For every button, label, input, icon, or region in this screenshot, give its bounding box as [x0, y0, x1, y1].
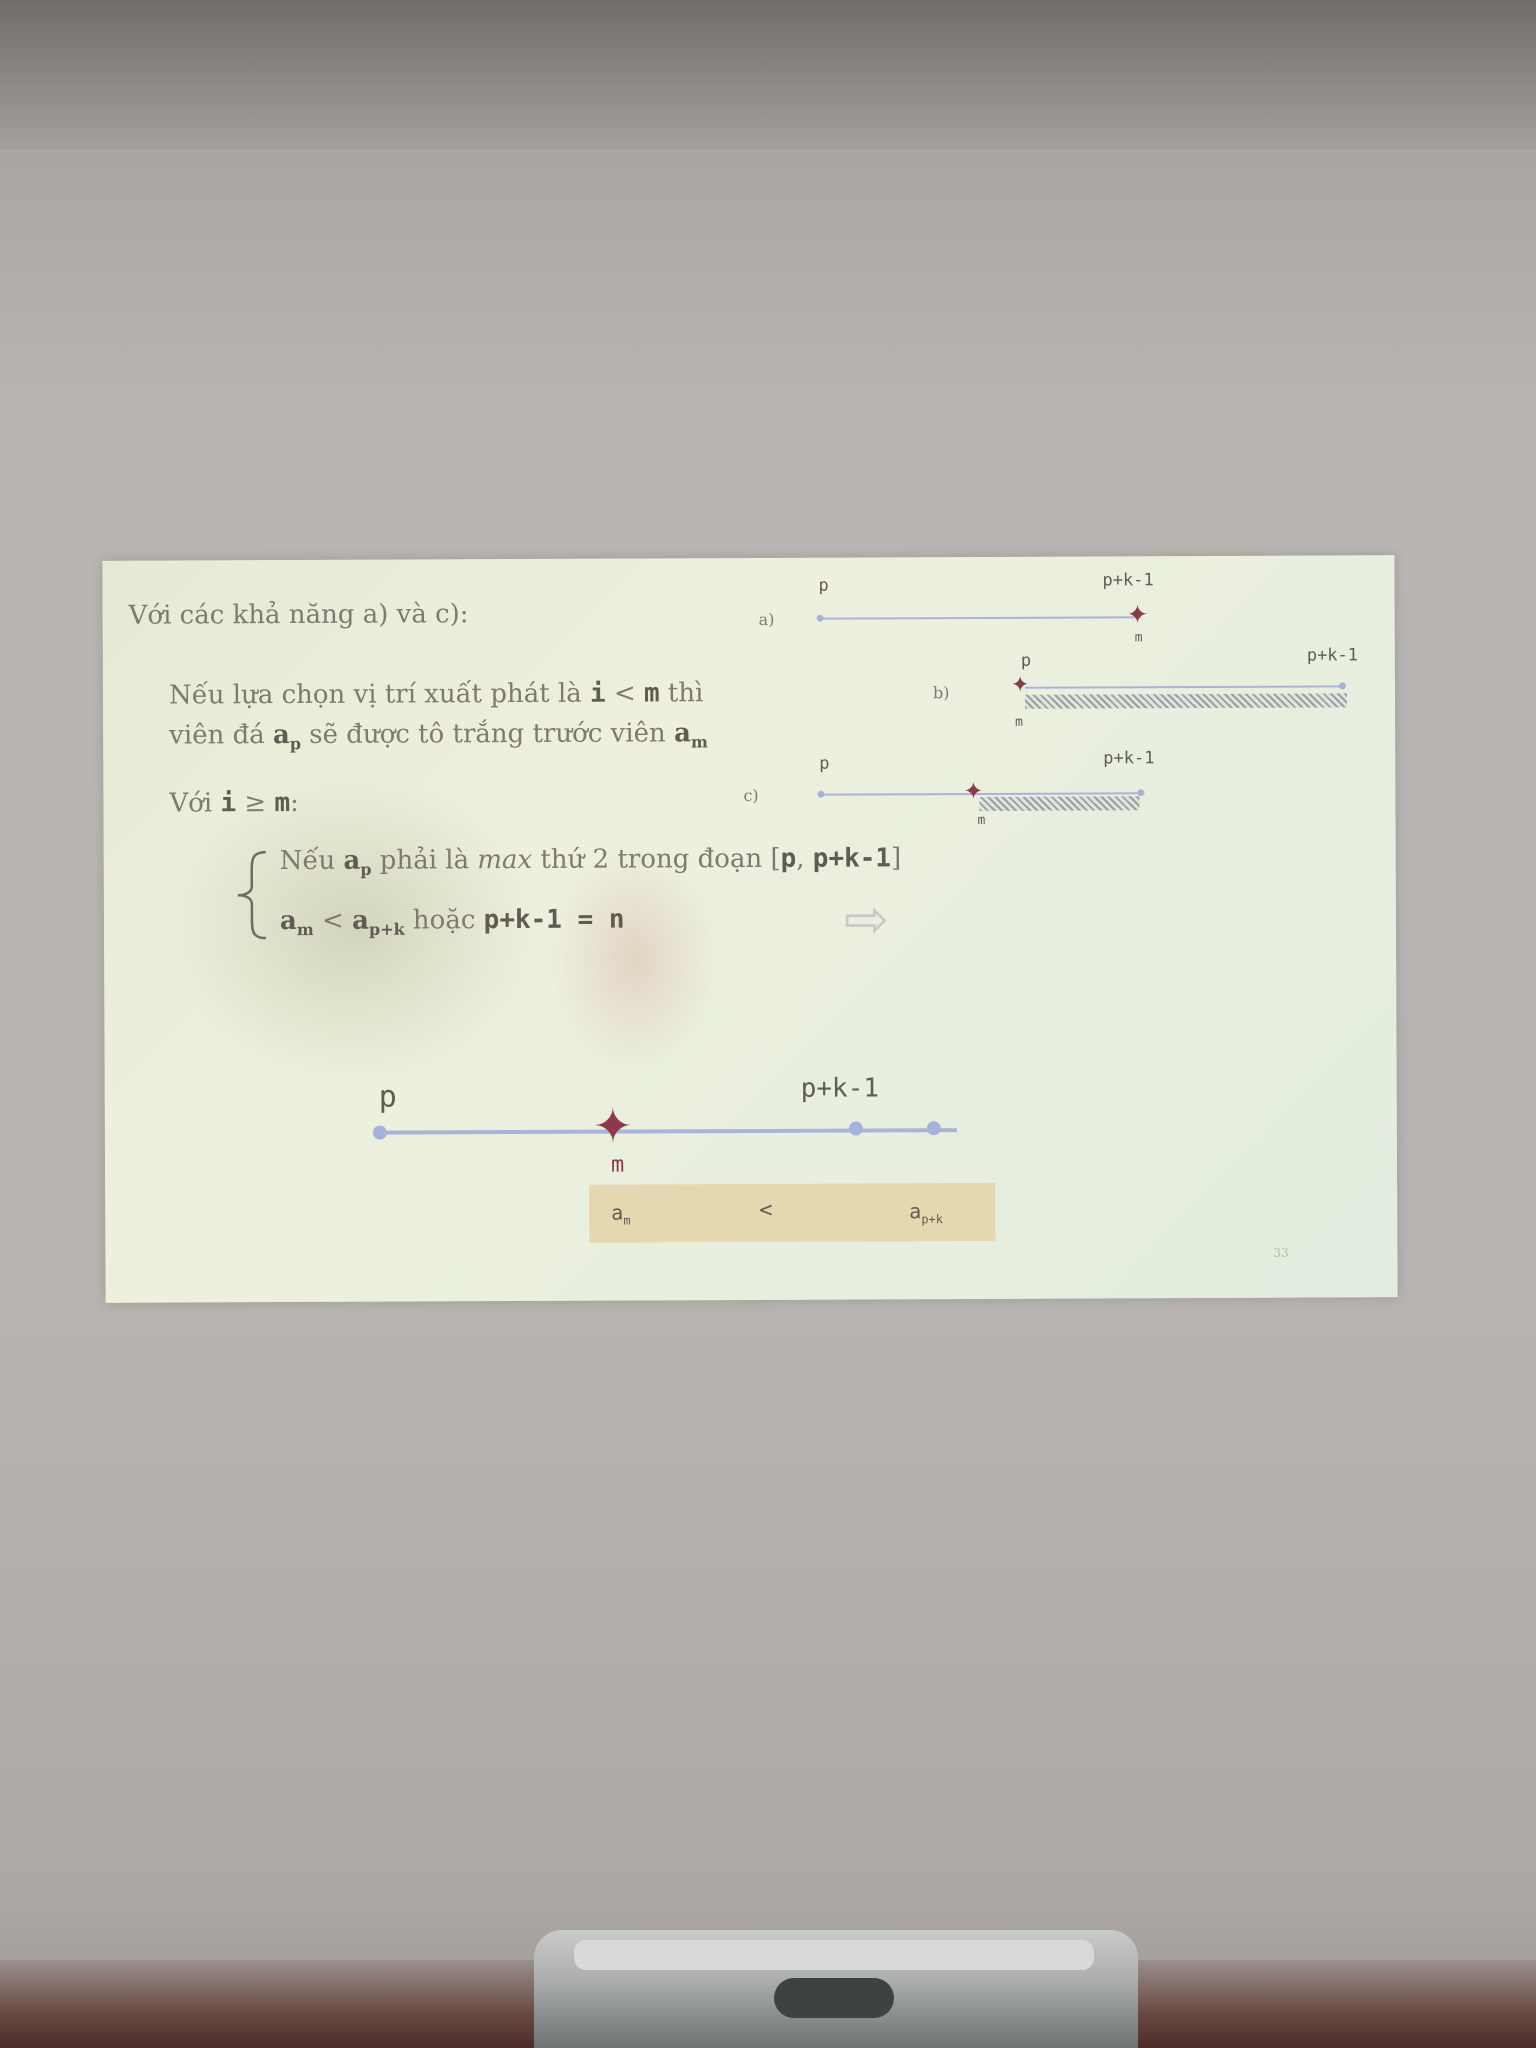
bottom-end-dot: [848, 1121, 863, 1136]
diagram-c-end-dot: [1137, 789, 1145, 797]
cond1-text: Nếu: [279, 845, 344, 877]
diagram-b-end: p+k-1: [1306, 645, 1359, 666]
line1-end: thì: [659, 678, 704, 709]
code-i: i: [589, 678, 606, 709]
code-i-2: i: [220, 788, 237, 819]
cond2-pk-sub: p+k: [368, 919, 405, 939]
left-sub: m: [623, 1213, 631, 1228]
diagram-b-start: p: [1020, 650, 1032, 671]
line2-mid: sẽ được tô trắng trước viên: [300, 718, 675, 750]
bottom-line: [382, 1128, 957, 1135]
diagram-b: b) p p+k-1 ✦ m: [102, 555, 1394, 729]
diagram-b-hatch: [1024, 693, 1348, 709]
diagram-b-tag: b): [932, 683, 950, 703]
slide-heading: Với các khả năng a) và c):: [129, 599, 469, 630]
a-p-sub: p: [289, 734, 302, 754]
diagram-b-end-dot: [1338, 682, 1346, 690]
right-sub: p+k: [921, 1212, 944, 1227]
diagram-a-end: p+k-1: [1102, 570, 1154, 591]
cond2-lt: <: [313, 905, 353, 936]
comparison-box: am < ap+k: [589, 1182, 996, 1243]
left-val: a: [611, 1200, 624, 1225]
line3-text: Với: [169, 788, 221, 819]
diagram-a: a) p p+k-1 ✦ m: [102, 555, 1394, 645]
diagram-c: c) p p+k-1 ✦ m: [102, 555, 1394, 828]
ceiling: [0, 0, 1536, 150]
diagram-a-start: p: [818, 575, 829, 596]
code-m: m: [643, 678, 660, 709]
cond1-max: max: [477, 844, 533, 876]
projector-lens: [774, 1978, 894, 2018]
projector-top: [574, 1940, 1094, 1970]
line2-text: viên đá: [169, 720, 274, 751]
projector: [534, 1930, 1138, 2048]
diagram-a-mark: m: [1134, 630, 1143, 646]
line1-text: Nếu lựa chọn vị trí xuất phát là: [168, 678, 591, 711]
diagram-c-start: p: [819, 753, 830, 774]
cond1-range-text: thứ 2 trong đoạn [: [532, 843, 781, 875]
bottom-end-label: p+k-1: [800, 1073, 880, 1104]
cond1-close: ]: [890, 843, 902, 874]
diagram-a-tag: a): [758, 609, 775, 629]
comparison-left: am: [611, 1201, 630, 1228]
bracket-condition-1: Nếu ap phải là max thứ 2 trong đoạn [p, …: [280, 843, 902, 879]
a-p-var: a: [272, 720, 290, 751]
right-val: a: [909, 1199, 922, 1224]
brace-icon: [237, 850, 267, 940]
heading-text: Với các khả năng a) và c):: [128, 599, 469, 631]
lt-sign: <: [605, 678, 645, 709]
comparison-right: ap+k: [909, 1199, 943, 1226]
colon: :: [290, 787, 299, 819]
projected-slide: Với các khả năng a) và c): Nếu lựa chọn …: [102, 555, 1398, 1303]
condition-line-1: Nếu lựa chọn vị trí xuất phát là i < m t…: [169, 678, 704, 710]
code-m-2: m: [274, 788, 291, 819]
comparison-op: <: [759, 1197, 773, 1223]
cond1-sub: p: [360, 859, 372, 879]
a-m-var: a: [673, 718, 691, 749]
bottom-extra-dot: [926, 1121, 941, 1136]
diagram-a-line: [822, 616, 1141, 620]
page-number: 33: [1273, 1245, 1289, 1260]
right-arrow-icon: ⇨: [843, 887, 890, 951]
bracket-condition-2: am < ap+k hoặc p+k-1 = n: [280, 905, 625, 940]
diagram-b-mark: m: [1015, 714, 1023, 730]
cond2-or: hoặc: [404, 905, 484, 936]
diagram-b-line: [1024, 685, 1343, 689]
bottom-diagram: p p+k-1 ✦ m am < ap+k: [102, 555, 1394, 1243]
a-m-sub: m: [690, 732, 708, 752]
cond1-range-end: p+k-1: [812, 843, 892, 874]
condition-line-3: Với i ≥ m:: [169, 788, 299, 819]
diagram-c-hatch: [979, 796, 1140, 811]
cond1-range-start: p: [780, 843, 797, 874]
ge-sign: ≥: [236, 788, 275, 819]
cond2-expr: p+k-1 = n: [483, 904, 625, 936]
bottom-star-icon: ✦: [592, 1098, 634, 1155]
bottom-start-label: p: [378, 1079, 397, 1115]
cond1-comma: ,: [796, 843, 813, 874]
cond2-m-sub: m: [296, 920, 314, 940]
bottom-mark-label: m: [610, 1152, 625, 1178]
diagram-c-mark: m: [977, 812, 986, 829]
diagram-c-tag: c): [743, 785, 759, 806]
cond1-mid: phải là: [371, 845, 478, 876]
cond1-a: a: [343, 845, 361, 876]
diagram-c-end: p+k-1: [1103, 748, 1155, 769]
cond2-a: a: [279, 905, 297, 937]
condition-line-2: viên đá ap sẽ được tô trắng trước viên a…: [169, 718, 708, 754]
diagram-a-star-icon: ✦: [1126, 600, 1149, 631]
cond2-a2: a: [352, 905, 370, 936]
